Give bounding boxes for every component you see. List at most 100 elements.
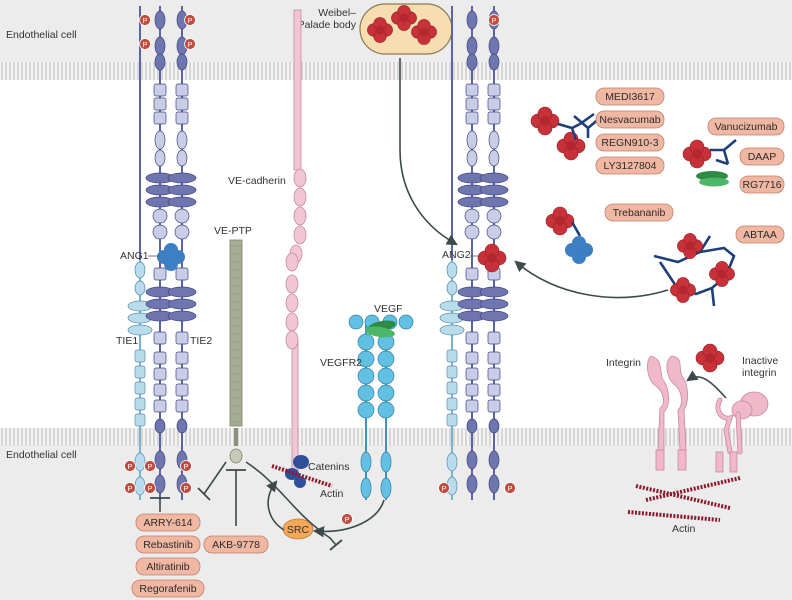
svg-text:Regorafenib: Regorafenib [139,583,196,595]
membrane-top [0,62,792,80]
integrin-active [646,355,688,471]
phosphorylation-sites: P P P P P P P P P P P P P [124,14,516,494]
svg-text:P: P [187,40,192,49]
svg-text:P: P [183,462,188,471]
phosphate-icon: P [438,482,450,494]
svg-text:P: P [183,484,188,493]
veptp-to-vegfr2-inhibition [245,461,337,546]
actin-label-right: Actin [672,523,696,535]
svg-text:Nesvacumab: Nesvacumab [599,114,660,126]
weibel-label-line1: Weibel– [318,7,356,19]
inactive-integrin-line2: integrin [742,367,777,379]
integrin-inactive [715,391,769,473]
drug-rebastinib: Rebastinib [135,535,201,554]
drug-medi3617: MEDI3617 [595,87,665,106]
phosphate-icon: P [184,14,196,26]
drug-ly3127804: LY3127804 [595,156,665,175]
svg-text:P: P [507,484,512,493]
phosphate-icon: P [180,460,192,472]
weibel-label-line2: Palade body [298,19,357,31]
phospho-vegfr2: P [341,513,353,525]
drug-daap: DAAP [739,147,785,166]
veptp-to-tie2-inhibition [203,461,227,495]
drug-trebananib: Trebananib [604,203,674,222]
catenins [285,455,309,488]
drug-abtaa: ABTAA [735,225,785,244]
phosphate-icon: P [144,460,156,472]
endothelial-cell-bottom-label: Endothelial cell [6,449,77,461]
cell-bottom-background [0,486,792,600]
drug-rg7716: RG7716 [739,175,785,194]
abtaa-to-ang2-arrow [514,260,669,299]
drug-vanucizumab: Vanucizumab [707,117,785,136]
svg-text:P: P [491,16,496,25]
ang2-label: ANG2 [442,249,471,261]
vegf-label: VEGF [374,303,403,315]
vanucizumab-daap-complex [682,139,737,187]
phosphate-icon: P [184,38,196,50]
drug-boxes: MEDI3617 Nesvacumab REGN910-3 LY3127804 … [131,87,785,598]
phosphate-icon: P [124,482,136,494]
vegfr2-to-src-arrow [312,499,385,538]
phosphate-icon: P [139,38,151,50]
catenins-label: Catenins [308,461,349,473]
drug-nesvacumab: Nesvacumab [595,110,665,129]
phosphate-icon: P [144,482,156,494]
integrin-label: Integrin [606,357,641,369]
actin-label-left: Actin [320,488,344,500]
actin-filament-left [271,464,333,488]
inactive-integrin-line1: Inactive [742,355,778,367]
svg-text:P: P [147,462,152,471]
wpb-release-arrow [399,58,458,246]
src-to-catenins-arrow [266,480,285,531]
membrane-bottom [0,428,792,446]
svg-text:P: P [142,16,147,25]
drug-regorafenib: Regorafenib [131,579,205,598]
ve-cadherin-label: VE-cadherin [228,175,286,187]
ang1-label: ANG1 [120,250,149,262]
drug-altiratinib: Altiratinib [135,557,201,576]
ang2-antibody-complex [530,106,601,161]
phosphate-icon: P [180,482,192,494]
abtaa-complex [653,233,736,307]
src-label: SRC [287,524,310,536]
svg-text:Vanucizumab: Vanucizumab [715,121,778,133]
drug-regn910-3: REGN910-3 [595,133,665,152]
drug-arry-614: ARRY-614 [135,513,201,532]
svg-text:ABTAA: ABTAA [743,229,777,241]
phosphate-icon: P [504,482,516,494]
ang1-ligand [157,243,185,271]
svg-text:DAAP: DAAP [748,151,777,163]
ve-cadherin [285,9,307,475]
svg-text:REGN910-3: REGN910-3 [601,137,658,149]
endothelial-cell-top-label: Endothelial cell [6,29,77,41]
integrin-activation-arrow [686,370,727,399]
svg-text:ARRY-614: ARRY-614 [143,517,192,529]
ve-ptp [229,239,243,464]
svg-text:MEDI3617: MEDI3617 [605,91,655,103]
ang2-integrin [695,343,725,373]
svg-text:AKB-9778: AKB-9778 [212,539,260,551]
actin-network-right [627,476,741,522]
svg-text:P: P [441,484,446,493]
phosphate-icon: P [139,14,151,26]
ang2-ligand [477,243,507,273]
trebananib-complex [545,206,593,264]
tie1-label: TIE1 [116,335,138,347]
svg-text:LY3127804: LY3127804 [604,160,657,172]
drug-akb-9778: AKB-9778 [203,535,269,554]
svg-text:Rebastinib: Rebastinib [143,539,193,551]
svg-text:Trebananib: Trebananib [613,207,666,219]
svg-text:P: P [142,40,147,49]
vegfr2-receptor [348,314,414,500]
weibel-palade-body [359,3,453,55]
svg-text:Altiratinib: Altiratinib [146,561,189,573]
svg-text:P: P [127,462,132,471]
svg-text:P: P [344,515,349,524]
tie2-tie1-complex-right [439,6,509,500]
svg-text:P: P [147,484,152,493]
vegf-ligand [365,320,396,338]
phosphate-icon: P [124,460,136,472]
